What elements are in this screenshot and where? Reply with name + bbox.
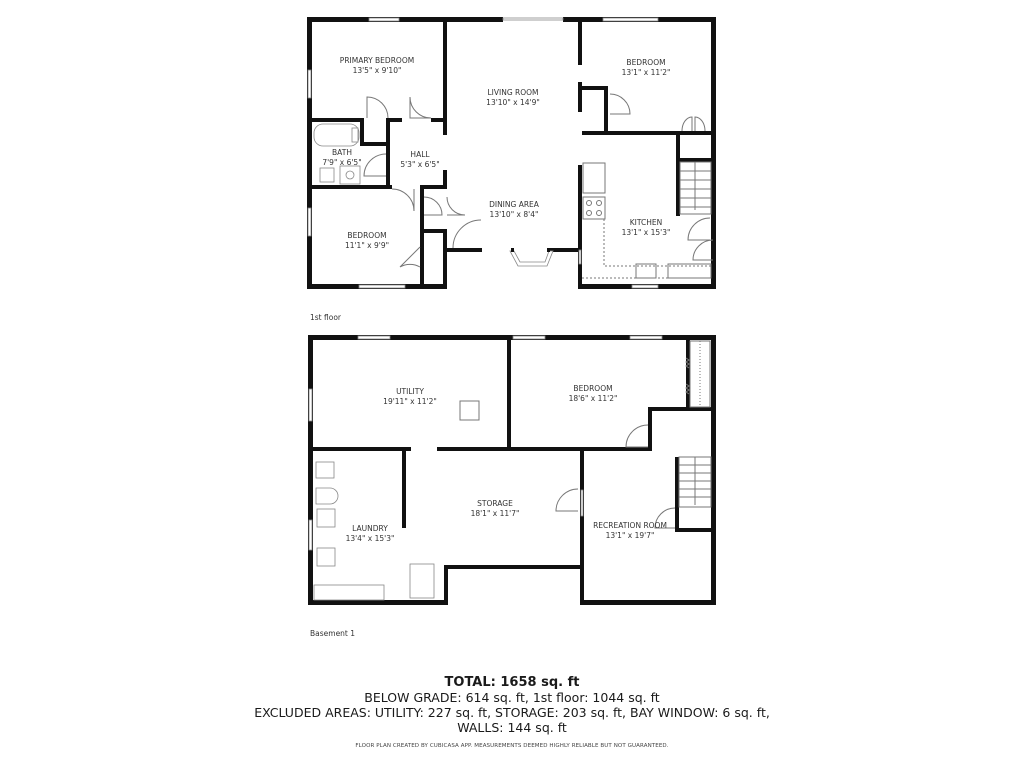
floor-label-first: 1st floor [310, 313, 341, 322]
room-name: UTILITY [396, 387, 424, 396]
room-dimensions: 13'1" x 11'2" [621, 68, 671, 77]
room-laundry: LAUNDRY 13'4" x 15'3" [346, 524, 395, 544]
room-primary-bedroom: PRIMARY BEDROOM 13'5" x 9'10" [340, 56, 414, 76]
room-name: PRIMARY BEDROOM [339, 56, 415, 65]
room-dimensions: 5'3" x 6'5" [400, 160, 440, 169]
room-name: DINING AREA [489, 200, 539, 209]
room-storage: STORAGE 18'1" x 11'7" [471, 499, 520, 519]
room-living-room: LIVING ROOM 13'10" x 14'9" [486, 88, 540, 108]
room-name: BEDROOM [573, 384, 613, 393]
room-bedroom-2: BEDROOM 11'1" x 9'9" [345, 231, 389, 251]
excluded-areas: EXCLUDED AREAS: UTILITY: 227 sq. ft, STO… [254, 705, 770, 720]
room-dimensions: 19'11" x 11'2" [383, 397, 437, 406]
room-dining-area: DINING AREA 13'10" x 8'4" [489, 200, 539, 220]
room-bath: BATH 7'9" x 6'5" [322, 148, 361, 168]
room-name: LIVING ROOM [487, 88, 539, 97]
area-breakdown: BELOW GRADE: 614 sq. ft, 1st floor: 1044… [364, 690, 660, 705]
room-hall: HALL 5'3" x 6'5" [400, 150, 439, 170]
room-name: BATH [332, 148, 352, 157]
room-basement-bedroom: BEDROOM 18'6" x 11'2" [569, 384, 618, 404]
room-dimensions: 13'10" x 14'9" [486, 98, 540, 107]
total-area: TOTAL: 1658 sq. ft [444, 675, 580, 690]
walls-area: WALLS: 144 sq. ft [457, 720, 567, 735]
room-kitchen: KITCHEN 13'1" x 15'3" [622, 218, 671, 238]
room-name: HALL [410, 150, 430, 159]
room-dimensions: 18'6" x 11'2" [568, 394, 618, 403]
room-name: BEDROOM [626, 58, 666, 67]
room-name: STORAGE [477, 499, 513, 508]
room-recreation-room: RECREATION ROOM 13'1" x 19'7" [593, 521, 667, 541]
room-name: RECREATION ROOM [593, 521, 667, 530]
floor-label-basement: Basement 1 [310, 629, 356, 638]
room-dimensions: 13'1" x 19'7" [605, 531, 655, 540]
disclaimer: FLOOR PLAN CREATED BY CUBICASA APP. MEAS… [355, 743, 669, 749]
room-dimensions: 13'10" x 8'4" [489, 210, 539, 219]
room-dimensions: 11'1" x 9'9" [344, 241, 390, 250]
room-dimensions: 18'1" x 11'7" [470, 509, 520, 518]
room-dimensions: 13'1" x 15'3" [621, 228, 671, 237]
room-bedroom-1: BEDROOM 13'1" x 11'2" [622, 58, 671, 78]
room-utility: UTILITY 19'11" x 11'2" [383, 387, 437, 407]
room-dimensions: 13'5" x 9'10" [352, 66, 402, 75]
basement-plan [308, 335, 716, 605]
room-dimensions: 7'9" x 6'5" [322, 158, 362, 167]
room-name: BEDROOM [347, 231, 387, 240]
room-name: KITCHEN [629, 218, 663, 227]
room-name: LAUNDRY [352, 524, 388, 533]
first-floor-plan [307, 17, 716, 289]
room-dimensions: 13'4" x 15'3" [345, 534, 395, 543]
